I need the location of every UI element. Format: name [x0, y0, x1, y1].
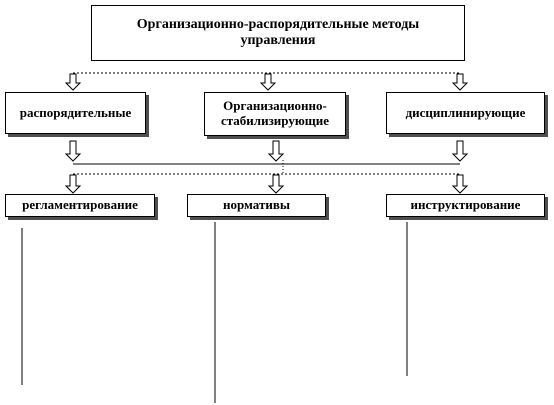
node-normativy: нормативы	[187, 194, 326, 217]
arrow-top-to-middle	[259, 73, 277, 91]
root-node: Организационно-распорядительные методы у…	[91, 5, 465, 61]
arrow-bus-to-instr	[451, 174, 469, 194]
arrow-top-to-right	[451, 73, 469, 91]
arrow-bus-to-reg	[64, 174, 82, 194]
root-node-label: Организационно-распорядительные методы у…	[136, 17, 420, 48]
node-organizatsionno-stabiliziruyushchie-label: Организационно-стабилизирующие	[220, 98, 330, 128]
node-organizatsionno-stabiliziruyushchie: Организационно-стабилизирующие	[204, 92, 346, 136]
node-distsipliniruyushchie-label: дисциплинирующие	[405, 104, 526, 120]
arrow-top-to-left	[64, 73, 82, 91]
node-rasporyaditelnye: распорядительные	[5, 92, 146, 134]
node-reglamentirovanie: регламентирование	[5, 194, 155, 217]
node-normativy-label: нормативы	[223, 197, 290, 213]
node-reglamentirovanie-label: регламентирование	[22, 197, 138, 213]
node-rasporyaditelnye-label: распорядительные	[19, 104, 132, 120]
arrow-bus-to-norm	[267, 174, 285, 194]
node-instruktirovanie: инструктирование	[386, 194, 545, 217]
arrow-right-to-bus	[451, 140, 469, 162]
arrow-left-to-bus	[64, 140, 82, 162]
node-distsipliniruyushchie: дисциплинирующие	[386, 92, 545, 134]
node-instruktirovanie-label: инструктирование	[410, 197, 521, 213]
arrow-middle-to-bus	[267, 140, 285, 162]
